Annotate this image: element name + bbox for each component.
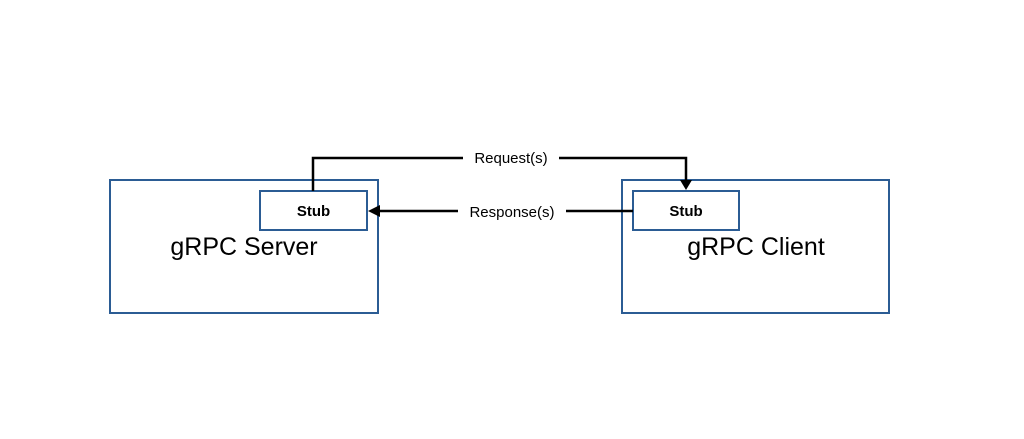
request-label: Request(s) (474, 150, 547, 167)
client-stub-label: Stub (669, 203, 702, 220)
request-arrowhead (680, 180, 692, 190)
server-title: gRPC Server (170, 233, 317, 261)
response-label: Response(s) (469, 204, 554, 221)
server-stub-label: Stub (297, 203, 330, 220)
response-arrowhead (368, 205, 380, 217)
response-label-bg (458, 201, 566, 223)
request-label-bg (463, 147, 559, 169)
client-title: gRPC Client (687, 233, 825, 261)
server-stub-box (259, 190, 368, 231)
client-stub-box (632, 190, 740, 231)
